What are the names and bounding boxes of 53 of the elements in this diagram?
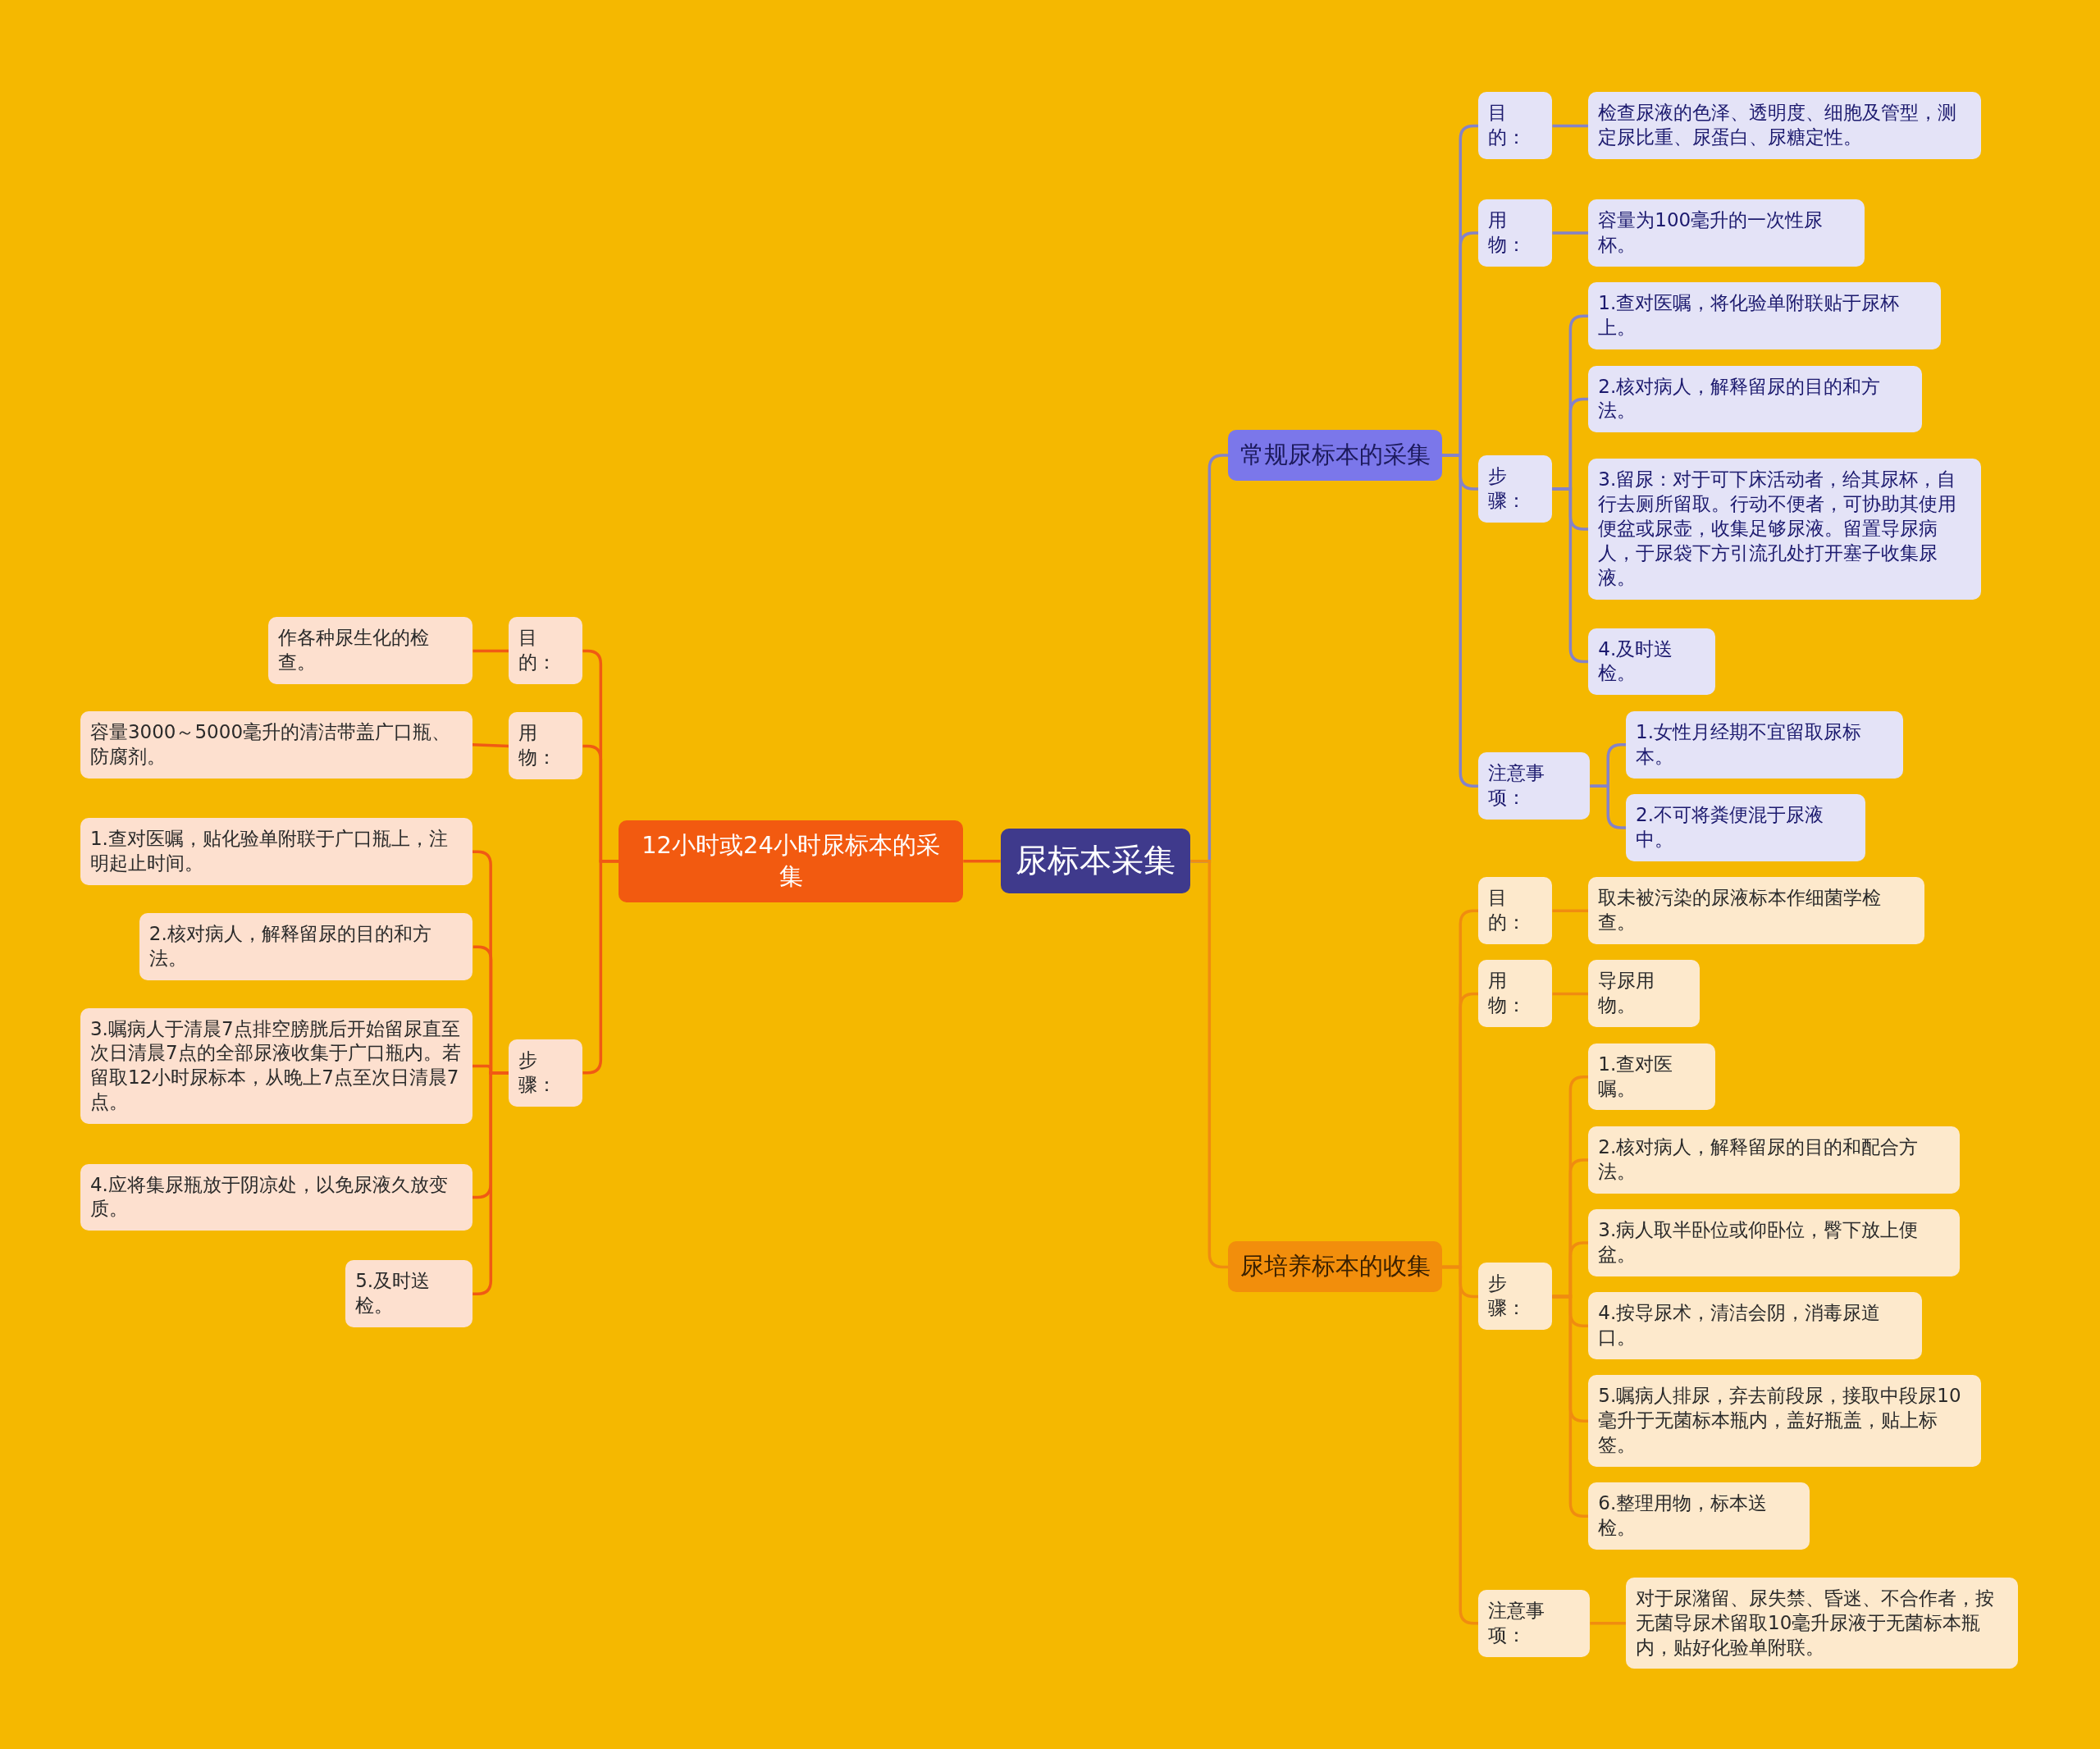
connector-line — [1590, 784, 1627, 829]
connector-line — [582, 860, 619, 1075]
connector-line — [1552, 992, 1589, 996]
note-box: 检查尿液的色泽、透明度、细胞及管型，测定尿比重、尿蛋白、尿糖定性。 — [1588, 92, 1981, 160]
subtopic-box: 目的： — [1478, 92, 1553, 160]
connector-line — [1442, 454, 1479, 788]
branch-topic-box: 尿培养标本的收集 — [1228, 1241, 1443, 1293]
note-box: 容量为100毫升的一次性尿杯。 — [1588, 199, 1865, 267]
note-box: 1.查对医嘱。 — [1588, 1043, 1716, 1111]
note-box: 对于尿潴留、尿失禁、昏迷、不合作者，按无菌导尿术留取10毫升尿液于无菌标本瓶内，贴好化验单附联。 — [1626, 1577, 2019, 1669]
subtopic-box: 目的： — [509, 617, 583, 685]
note-box: 2.核对病人，解释留尿的目的和配合方法。 — [1588, 1126, 1960, 1194]
note-box: 3.病人取半卧位或仰卧位，臀下放上便盆。 — [1588, 1209, 1960, 1276]
connector-line — [1590, 1622, 1627, 1625]
note-box: 4.按导尿术，清洁会阴，消毒尿道口。 — [1588, 1292, 1922, 1360]
subtopic-box: 目的： — [1478, 877, 1553, 944]
connector-line — [472, 649, 509, 653]
note-box: 取未被污染的尿液标本作细菌学检查。 — [1588, 877, 1925, 944]
connector-line — [1552, 487, 1589, 664]
subtopic-box: 用物： — [1478, 960, 1553, 1028]
note-box: 2.不可将粪便混于尿液中。 — [1626, 793, 1866, 861]
note-box: 4.应将集尿瓶放于阴凉处，以免尿液久放变质。 — [80, 1163, 473, 1231]
subtopic-box: 注意事项： — [1478, 1589, 1590, 1657]
note-box: 导尿用物。 — [1588, 960, 1700, 1028]
subtopic-box: 步骤： — [1478, 454, 1553, 523]
note-box: 作各种尿生化的检查。 — [267, 617, 473, 685]
connector-line — [472, 743, 509, 748]
note-box: 5.嘱病人排尿，弃去前段尿，接取中段尿10毫升于无菌标本瓶内，盖好瓶盖，贴上标签。 — [1588, 1375, 1981, 1467]
note-box: 2.核对病人，解释留尿的目的和方法。 — [139, 913, 473, 981]
note-box: 容量3000～5000毫升的清洁带盖广口瓶、防腐剂。 — [80, 710, 473, 779]
note-box: 5.及时送检。 — [345, 1260, 473, 1327]
branch-topic-box: 常规尿标本的采集 — [1228, 430, 1443, 481]
connector-line — [1552, 909, 1589, 912]
subtopic-box: 步骤： — [509, 1039, 583, 1107]
note-box: 1.女性月经期不宜留取尿标本。 — [1626, 710, 1903, 779]
connector-line — [963, 860, 1001, 863]
note-box: 1.查对医嘱，贴化验单附联于广口瓶上，注明起止时间。 — [80, 818, 473, 886]
note-box: 2.核对病人，解释留尿的目的和方法。 — [1588, 365, 1922, 433]
note-box: 6.整理用物，标本送检。 — [1588, 1482, 1810, 1550]
branch-topic-box: 12小时或24小时尿标本的采集 — [619, 820, 963, 902]
note-box: 1.查对医嘱，将化验单附联贴于尿杯上。 — [1588, 282, 1941, 350]
subtopic-box: 用物： — [509, 712, 583, 780]
note-box: 4.及时送检。 — [1588, 628, 1716, 696]
connector-line — [1552, 231, 1589, 235]
connector-line — [1190, 860, 1229, 1269]
note-box: 3.留尿：对于可下床活动者，给其尿杯，自行去厕所留取。行动不便者，可协助其使用便盆或尿壶，收集足够尿液。留置导尿病人，于尿袋下方引流孔处打开塞子收集尿液。 — [1588, 459, 1981, 600]
central-topic-box: 尿标本采集 — [1000, 829, 1191, 893]
subtopic-box: 用物： — [1478, 199, 1553, 267]
connector-line — [1442, 1265, 1479, 1625]
subtopic-box: 注意事项： — [1478, 752, 1590, 820]
note-box: 3.嘱病人于清晨7点排空膀胱后开始留尿直至次日清晨7点的全部尿液收集于广口瓶内。若留取12小时尿标本，从晚上7点至次日清晨7点。 — [80, 1007, 473, 1125]
subtopic-box: 步骤： — [1478, 1263, 1553, 1331]
connector-line — [1552, 124, 1589, 128]
